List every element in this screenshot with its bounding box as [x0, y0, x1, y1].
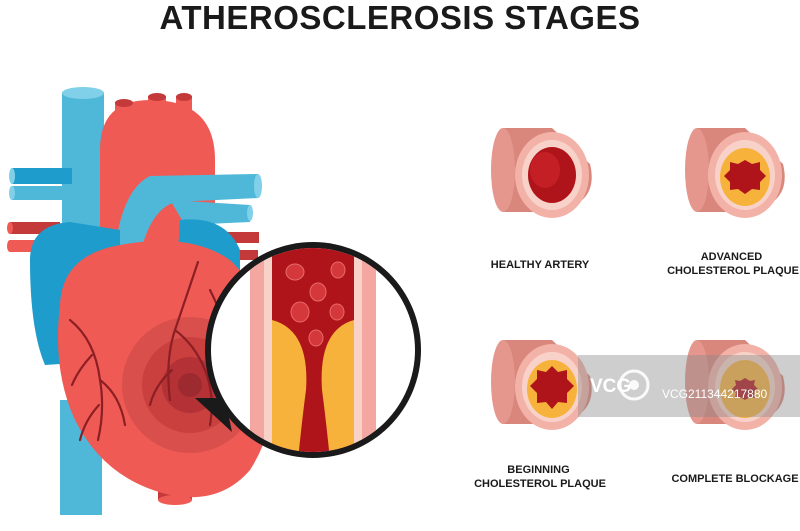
stage-label-beginning: BEGINNING CHOLESTEROL PLAQUE [474, 464, 606, 490]
magnifier-callout [195, 242, 421, 458]
stage-label-healthy: HEALTHY ARTERY [491, 259, 590, 271]
stage-label-complete-blockage: COMPLETE BLOCKAGE [671, 473, 798, 485]
artery-complete-blockage [685, 340, 785, 430]
watermark: VCG VCG211344217880 [578, 355, 800, 417]
artery-advanced-plaque [685, 128, 785, 218]
coronary-arteries [68, 260, 234, 442]
stage-label-advanced: ADVANCED CHOLESTEROL PLAQUE [667, 251, 799, 277]
watermark-brand: VCG [590, 376, 631, 397]
pulmonary-artery [115, 174, 258, 255]
artery-cross-section-zoom [250, 248, 376, 452]
page-title: ATHEROSCLEROSIS STAGES [159, 0, 641, 36]
heart-illustration [7, 87, 275, 515]
stage-labels: HEALTHY ARTERY ADVANCED CHOLESTEROL PLAQ… [474, 251, 799, 490]
artery-healthy [491, 128, 592, 218]
artery-beginning-plaque [491, 340, 592, 430]
watermark-code: VCG211344217880 [662, 387, 768, 401]
